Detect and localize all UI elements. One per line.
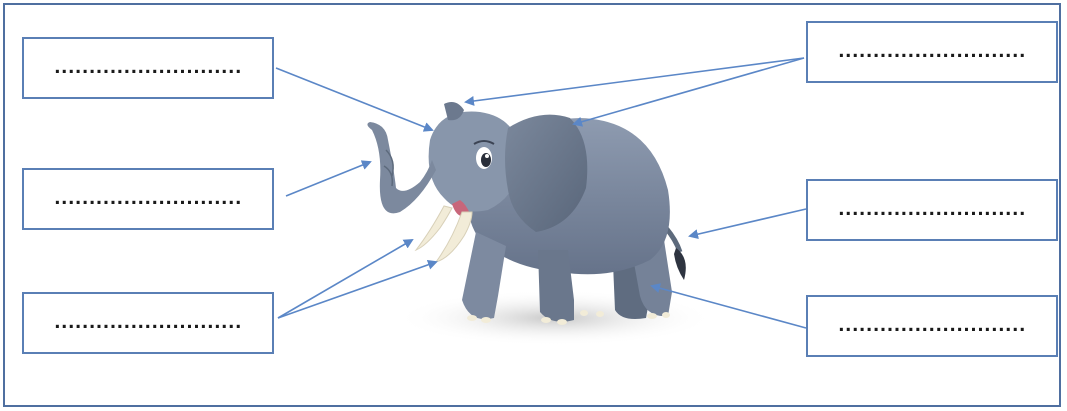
tail-tuft [674,248,686,280]
arrow-to-head-icon [276,68,432,130]
label-box-left-3[interactable]: ........................... [22,292,274,354]
label-box-left-2[interactable]: ........................... [22,168,274,230]
arrow-to-tusk-left-icon [278,240,412,318]
tail [666,228,680,252]
elephant-trunk [367,122,436,213]
front-leg-far [538,250,574,322]
arrow-to-trunk-icon [286,162,370,196]
label-box-right-3[interactable]: ........................... [806,295,1058,357]
arrow-to-tail-icon [690,209,806,236]
elephant-illustration [367,102,715,346]
arrow-to-ear-icon [574,58,804,124]
label-box-right-2[interactable]: ........................... [806,179,1058,241]
label-box-left-1[interactable]: ........................... [22,37,274,99]
label-box-right-1[interactable]: ........................... [806,21,1058,83]
arrow-to-ear-tip-icon [466,58,804,102]
tusk-left [416,206,452,250]
